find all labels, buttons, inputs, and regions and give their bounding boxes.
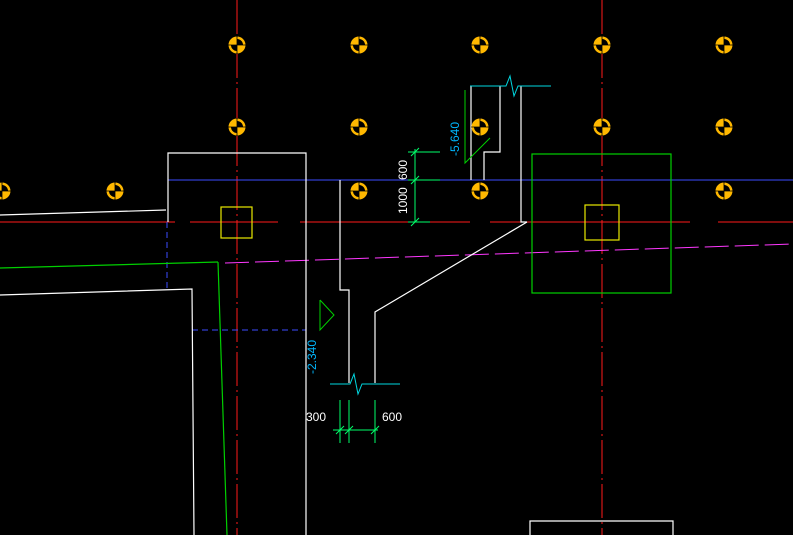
- survey-target-icon: [350, 118, 368, 136]
- survey-target-icon: [228, 36, 246, 54]
- survey-target-icon: [350, 182, 368, 200]
- columns: [220, 204, 620, 241]
- survey-target-icon: [471, 36, 489, 54]
- survey-target-icon: [593, 118, 611, 136]
- survey-target-icon: [471, 118, 489, 136]
- dimension-height-top: 600: [396, 160, 410, 180]
- elevation-marks: [319, 90, 491, 332]
- column-left: [220, 206, 253, 239]
- survey-target-icon: [715, 182, 733, 200]
- pile-markers: [0, 36, 733, 200]
- survey-target-icon: [715, 36, 733, 54]
- dimension-width-right: 600: [382, 410, 402, 424]
- break-lines: [330, 74, 551, 396]
- survey-target-icon: [715, 118, 733, 136]
- elevation-upper: -5.640: [448, 122, 462, 156]
- pile-cap-outline: [0, 153, 672, 535]
- dimension-height-bottom: 1000: [396, 187, 410, 214]
- beam-line: [224, 243, 793, 264]
- survey-target-icon: [0, 182, 11, 200]
- column-right: [584, 204, 620, 241]
- survey-target-icon: [228, 118, 246, 136]
- dimension-lines: [333, 147, 440, 443]
- foundation-outline: [0, 86, 674, 535]
- survey-target-icon: [350, 36, 368, 54]
- elevation-lower: -2.340: [305, 340, 319, 374]
- dimension-width-left: 300: [306, 410, 326, 424]
- survey-target-icon: [593, 36, 611, 54]
- axis-lines: [236, 0, 603, 535]
- hidden-lines: [166, 222, 306, 331]
- survey-target-icon: [106, 182, 124, 200]
- survey-target-icon: [471, 182, 489, 200]
